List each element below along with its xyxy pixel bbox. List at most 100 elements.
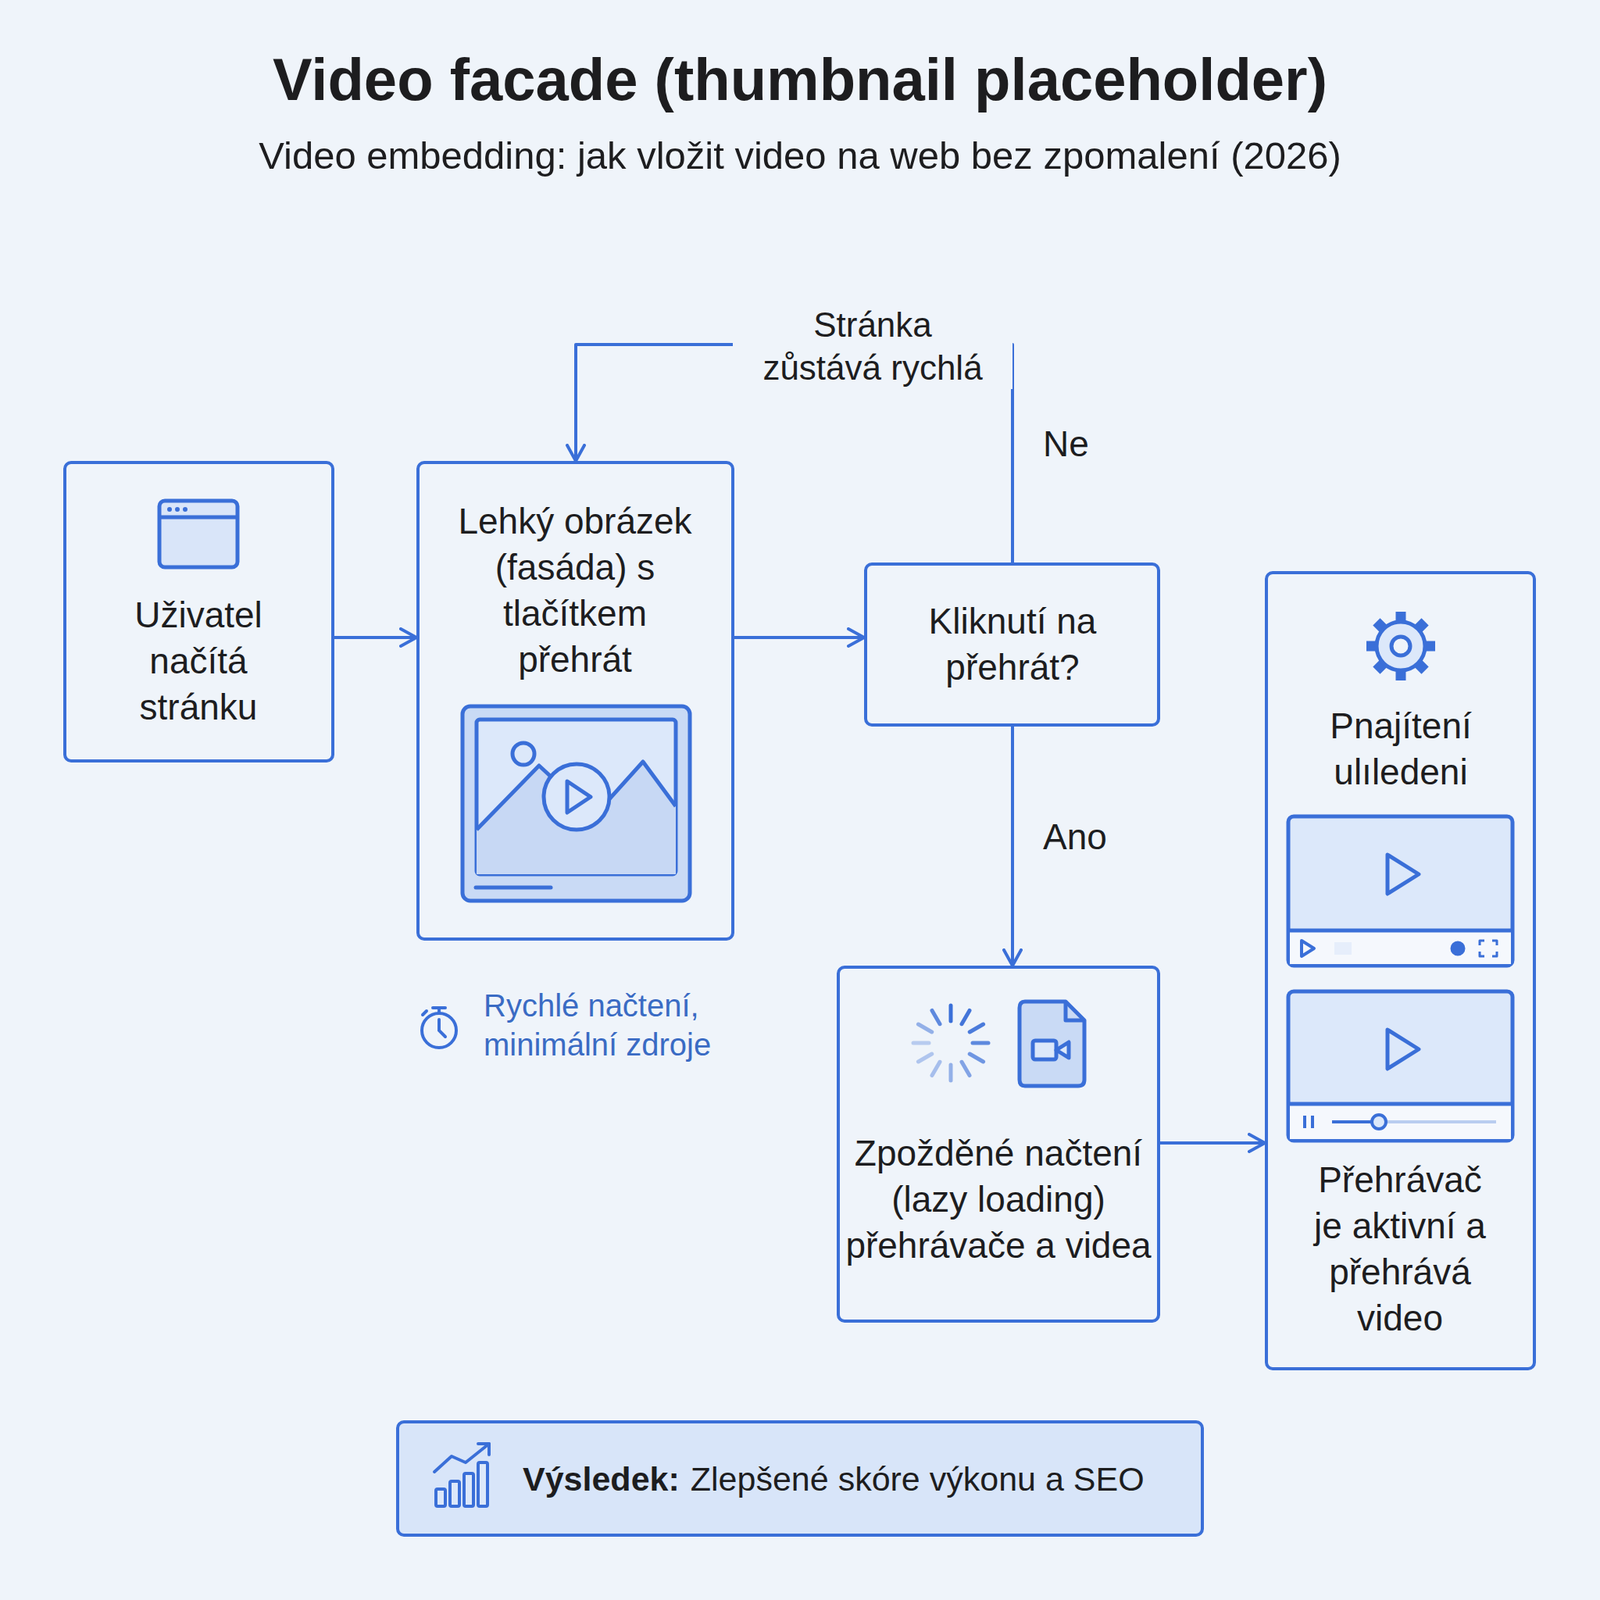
browser-icon <box>175 507 180 512</box>
node-text: Výsledek: <box>522 1458 680 1500</box>
chart-icon <box>478 1443 490 1455</box>
thumbnail-illustration <box>543 764 610 830</box>
player-mockup <box>1288 816 1513 966</box>
loading-spinner <box>917 1053 932 1062</box>
player-mockup <box>1371 1114 1386 1129</box>
thumbnail-illustration <box>476 761 676 830</box>
stopwatch-icon <box>422 1010 427 1015</box>
stopwatch-icon <box>439 1019 446 1037</box>
player-mockup <box>1303 1115 1307 1129</box>
thumbnail-illustration <box>567 781 591 813</box>
player-mockup <box>1334 942 1352 955</box>
thumbnail-illustration <box>475 885 551 890</box>
decision-box: Kliknutí na přehrát? <box>864 562 1161 727</box>
flow-note: Stránka zůstává rychlá <box>732 303 1013 390</box>
thumbnail-illustration <box>512 742 535 765</box>
player-mockup <box>1288 991 1513 1141</box>
browser-icon <box>167 507 172 512</box>
browser-icon <box>167 507 188 512</box>
browser-icon <box>159 500 238 568</box>
player-mockup <box>1332 1120 1379 1124</box>
loading-spinner <box>932 1061 940 1075</box>
player-mockup <box>1288 816 1513 966</box>
chart-icon <box>434 1443 490 1507</box>
loading-spinner <box>913 1041 929 1046</box>
loading-spinner <box>972 1041 989 1046</box>
gear-icon <box>1376 661 1386 671</box>
process-box: Uživatel načítá stránku <box>63 460 335 763</box>
stopwatch-icon <box>432 1006 446 1010</box>
video-file-icon <box>1032 1040 1057 1060</box>
loading-spinner <box>961 1010 970 1024</box>
gear-icon <box>1391 636 1411 656</box>
edge-label: Ne <box>1042 421 1090 466</box>
process-box: Zpožděné načtení (lazy loading) přehráva… <box>836 965 1161 1323</box>
chart-icon <box>450 1481 460 1507</box>
player-mockup <box>1289 930 1511 965</box>
browser-icon <box>159 500 238 568</box>
browser-icon <box>182 507 188 512</box>
callout-note: Rychlé načtení, minimální zdroje <box>483 985 726 1065</box>
gear-icon <box>1366 611 1436 681</box>
gear-icon <box>1396 611 1407 625</box>
player-mockup <box>1310 1115 1315 1129</box>
loading-spinner <box>949 1005 954 1022</box>
node-text: Zlepšené skóre výkonu a SEO <box>690 1458 1145 1500</box>
loading-spinner <box>961 1061 970 1075</box>
flow-arrow <box>334 635 417 640</box>
player-mockup <box>1332 1120 1497 1124</box>
thumbnail-illustration <box>476 761 676 875</box>
stopwatch-icon <box>421 1013 457 1048</box>
player-mockup <box>1301 940 1315 957</box>
node-text: Přehrávač je aktivní a přehrává video <box>1314 1157 1486 1342</box>
node-text: Uživatel načítá stránku <box>92 592 304 731</box>
chart-icon <box>464 1473 474 1507</box>
player-mockup <box>1451 942 1465 955</box>
video-file-icon <box>1019 1001 1085 1086</box>
browser-icon <box>159 515 238 520</box>
player-mockup <box>1288 991 1513 1141</box>
gear-icon <box>1376 621 1425 671</box>
chart-icon <box>435 1489 446 1507</box>
video-file-icon <box>1019 1001 1085 1086</box>
player-mockup <box>1479 940 1497 957</box>
gear-icon <box>1376 621 1386 631</box>
node-text: Pnajítení ulıledeni <box>1283 703 1518 796</box>
flow-arrow <box>1010 726 1015 966</box>
loading-spinner <box>969 1053 983 1062</box>
result-panel: Pnajítení ulıledeniPřehrávač je aktivní … <box>1264 571 1536 1371</box>
player-mockup <box>1387 854 1419 894</box>
thumbnail-illustration <box>476 719 676 875</box>
node-text: Zpožděné načtení (lazy loading) přehráva… <box>842 1130 1155 1269</box>
diagram-caption: Video embedding: jak vložit video na web… <box>0 131 1600 180</box>
gear-icon <box>1366 611 1436 681</box>
player-mockup <box>1289 1103 1511 1140</box>
chart-icon <box>478 1462 488 1507</box>
node-text: Kliknutí na přehrát? <box>879 598 1146 691</box>
thumbnail-illustration <box>462 706 690 901</box>
flow-arrow <box>734 635 865 640</box>
gear-icon <box>1416 661 1425 671</box>
gear-icon <box>1366 641 1379 652</box>
loading-spinner <box>969 1024 983 1033</box>
loading-spinner <box>913 1005 989 1081</box>
stopwatch-icon <box>437 1007 441 1014</box>
loading-spinner <box>949 1064 954 1081</box>
video-file-icon <box>1056 1042 1069 1058</box>
stopwatch-icon <box>421 1007 457 1048</box>
diagram-title: Video facade (thumbnail placeholder) <box>0 43 1600 116</box>
player-mockup <box>1288 928 1513 933</box>
loading-spinner <box>917 1024 932 1033</box>
flow-arrow <box>1160 1141 1265 1145</box>
gear-icon <box>1396 667 1407 681</box>
loading-spinner <box>932 1010 940 1024</box>
node-text: Lehký obrázek (fasáda) s tlačítkem přehr… <box>453 498 697 683</box>
thumbnail-illustration <box>462 706 690 901</box>
gear-icon <box>1416 621 1425 631</box>
